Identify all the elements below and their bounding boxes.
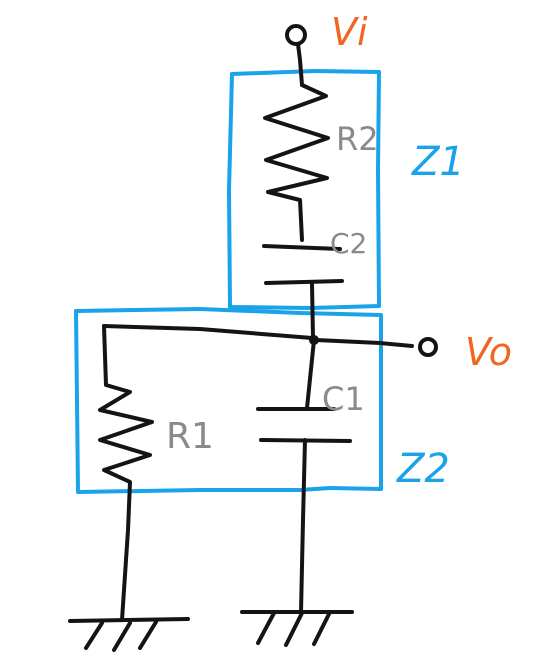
c1-upper-wire [305, 338, 316, 410]
ground-right-icon [240, 610, 354, 647]
output-wire [314, 338, 414, 348]
c2-label: C2 [330, 227, 367, 260]
z1-label: Z1 [411, 139, 465, 185]
vi-label: Vi [331, 10, 368, 54]
r1-label: R1 [166, 416, 214, 457]
r2-label: R2 [336, 120, 379, 158]
vo-label: Vo [465, 330, 512, 374]
top-r1-wire [102, 324, 314, 340]
r1-resistor-icon [98, 324, 154, 622]
c1-lower-wire [299, 438, 307, 614]
input-terminal-icon [285, 24, 307, 46]
r2-resistor-icon [263, 83, 330, 242]
output-terminal-icon [418, 337, 438, 357]
c1-label: C1 [322, 380, 365, 418]
c2-capacitor-icon [262, 244, 344, 285]
input-wire [296, 42, 304, 87]
c2-to-node-wire [310, 282, 315, 340]
z2-label: Z2 [396, 446, 450, 492]
z2-box [74, 307, 383, 494]
z1-box [227, 69, 381, 310]
ground-left-icon [68, 617, 190, 652]
